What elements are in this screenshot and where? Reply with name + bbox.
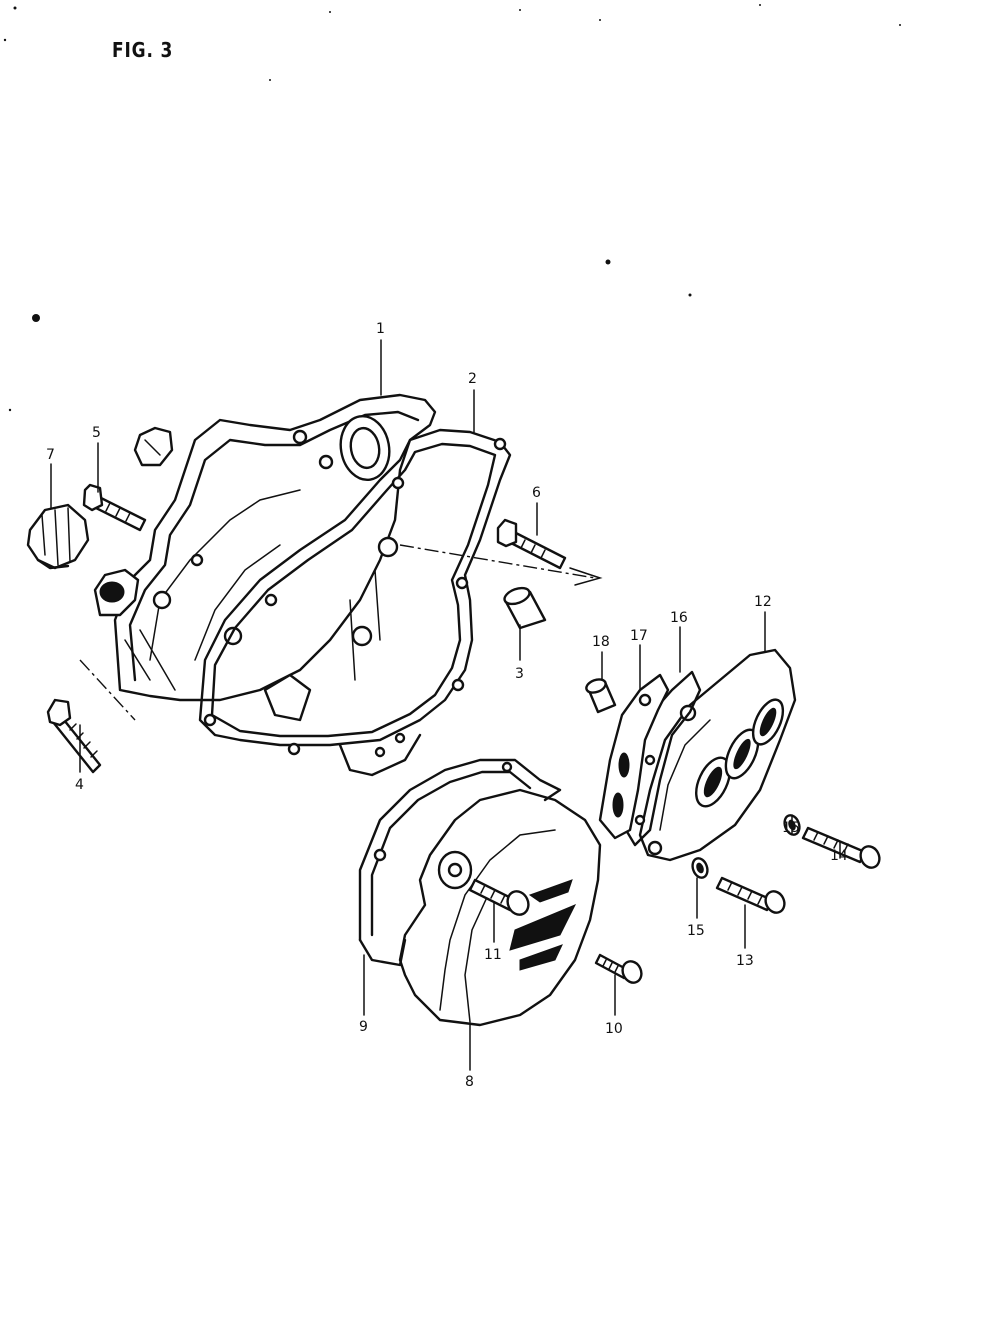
alignment-arrow [569,567,603,586]
plate-17 [598,673,670,840]
part-label-9: 9 [359,1019,368,1035]
part-label-8: 8 [465,1074,474,1090]
cover-gasket [198,428,512,777]
clutch-cover [93,393,437,702]
sprocket-cover [638,648,797,862]
screw-11 [468,878,530,916]
washer-15-lower [691,857,709,879]
part-labels: 1 2 3 4 5 6 7 8 9 10 11 12 13 14 15 15 1… [46,321,848,1090]
dowel-pin [503,586,547,630]
part-label-2: 2 [468,371,477,387]
oil-filler-cap [26,503,90,570]
screw-10 [594,953,643,984]
screw-13 [715,876,786,914]
part-label-17: 17 [630,628,648,644]
part-label-1: 1 [376,321,385,337]
part-label-16: 16 [670,610,688,626]
part-label-11: 11 [484,947,502,963]
part-label-6: 6 [532,485,541,501]
part-label-4: 4 [75,777,84,793]
part-label-13: 13 [736,953,754,969]
part-label-7: 7 [46,447,55,463]
part-label-18: 18 [592,634,610,650]
bolt-6 [496,518,567,570]
generator-cover [398,788,602,1027]
part-label-12: 12 [754,594,772,610]
generator-gasket [358,758,562,967]
screw-14 [801,826,881,869]
bushing-18 [585,678,617,714]
part-label-14: 14 [830,848,848,864]
leader-lines [50,339,841,1071]
figure-title: FIG. 3 [112,38,174,62]
part-label-3: 3 [515,666,524,682]
part-label-5: 5 [92,425,101,441]
scan-specks [3,4,901,412]
part-label-15-lower: 15 [687,923,705,939]
bolt-5 [82,483,147,532]
bolt-4 [46,659,136,774]
part-label-15-upper: 15 [782,820,800,836]
part-label-10: 10 [605,1021,623,1037]
alignment-line [399,544,596,579]
